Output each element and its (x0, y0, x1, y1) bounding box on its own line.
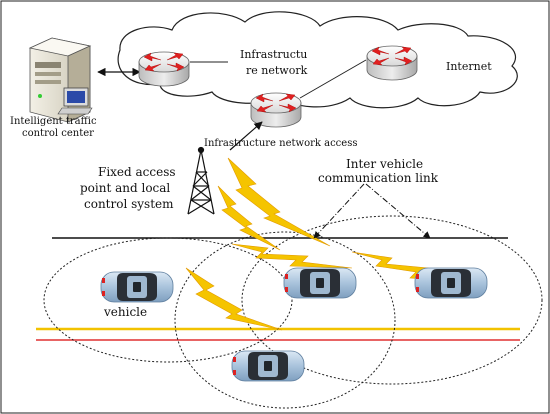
fixed-access-label: control system (84, 197, 174, 211)
lightning-bolt (217, 185, 281, 251)
infrastructure-network-label: re network (246, 64, 308, 77)
lightning-bolt (231, 243, 353, 269)
router-icon (250, 92, 302, 128)
control-center-label: Intelligent traffic (10, 116, 97, 127)
internet-label: Internet (446, 60, 492, 73)
router-icon (366, 45, 418, 81)
infrastructure-access-label: Infrastructure network access (204, 138, 357, 149)
coverage-area (241, 215, 543, 385)
fixed-access-label: point and local (80, 181, 170, 195)
inter-vehicle-label: Inter vehicle (346, 157, 423, 171)
coverage-area (43, 237, 293, 363)
access-arrow (229, 121, 263, 151)
inter-vehicle-arrows (313, 183, 431, 239)
vehicle-icon (100, 271, 174, 303)
infrastructure-cloud (117, 11, 518, 109)
vehicle-icon (283, 267, 357, 299)
vehicle-label: vehicle (103, 305, 147, 319)
tower-icon (187, 146, 215, 215)
computer-monitor-icon (57, 87, 93, 115)
infrastructure-network-label: Infrastructu (240, 48, 307, 61)
router-link (299, 59, 367, 99)
fixed-access-label: Fixed access (98, 165, 176, 179)
router-icon (138, 51, 190, 87)
wireless-signals (185, 157, 469, 331)
vehicle-icon (414, 267, 488, 299)
lightning-bolt (227, 157, 331, 247)
lightning-bolt (185, 267, 283, 331)
control-center-label: control center (22, 128, 94, 139)
vehicle-icon (231, 350, 305, 382)
coverage-area (174, 231, 396, 409)
inter-vehicle-label: communication link (318, 171, 439, 185)
